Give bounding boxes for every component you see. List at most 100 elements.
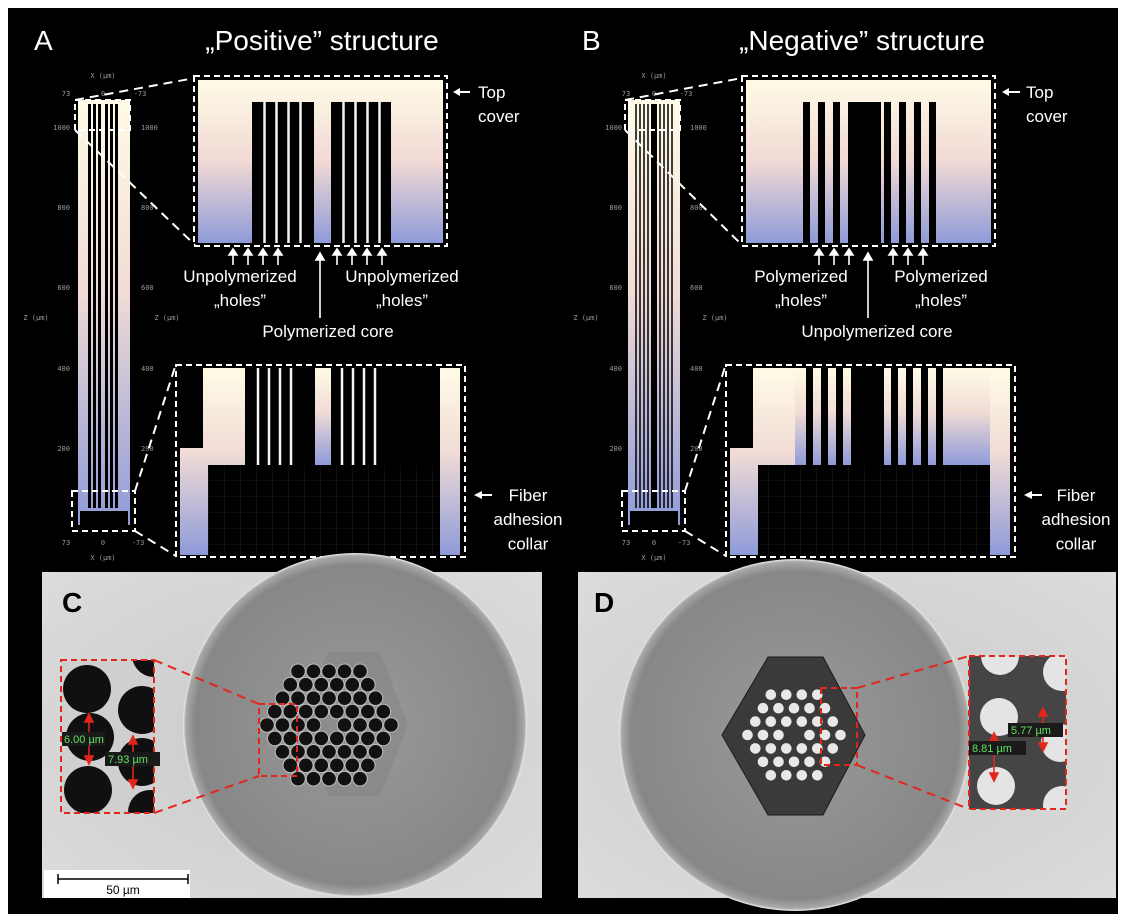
x-axis-max-top: -73 [680, 90, 693, 98]
lattice-hole [305, 663, 322, 680]
right-holes-label-a: Unpolymerized„holes” [345, 267, 458, 310]
x-axis-mid-top: 0 [652, 90, 656, 98]
bottom-zoom-b [730, 368, 1010, 555]
lattice-hole [757, 702, 769, 714]
z-tick-right: 800 [690, 204, 703, 212]
lattice-hole [352, 690, 368, 707]
panel-letter-a: A [34, 25, 53, 56]
lattice-hole [290, 690, 306, 707]
lattice-hole [282, 676, 299, 693]
lattice-hole [773, 729, 784, 741]
lattice-hole [812, 770, 823, 781]
lattice-hole [321, 690, 337, 707]
x-axis-title-top: X (µm) [90, 72, 115, 80]
lattice-hole [765, 770, 777, 781]
x-axis-title-bottom: X (µm) [90, 554, 115, 562]
hole-lattice-d [742, 689, 846, 781]
lattice-hole [305, 690, 322, 707]
overview-column-a [78, 100, 130, 525]
lattice-hole [781, 716, 792, 727]
lattice-hole [267, 730, 283, 747]
panel-title-a: „Positive” structure [205, 25, 438, 56]
lattice-hole [360, 703, 376, 720]
z-tick-left: 600 [57, 284, 70, 292]
lattice-hole [375, 730, 392, 747]
panel-letter-c: C [62, 587, 82, 618]
lattice-hole [781, 689, 792, 700]
lattice-hole [383, 717, 399, 733]
z-tick-left: 1000 [53, 124, 70, 132]
lattice-hole [773, 756, 784, 768]
lattice-hole [773, 702, 784, 714]
core-label-a: Polymerized core [262, 322, 393, 341]
z-tick-left: 200 [609, 445, 622, 453]
panel-letter-b: B [582, 25, 601, 56]
measurement-label-c: 7.93 µm [108, 754, 148, 766]
z-tick-right: 1000 [690, 124, 707, 132]
bottom-zoom-a [180, 368, 460, 555]
measurement-label-d: 5.77 µm [1011, 725, 1051, 737]
lattice-hole [796, 689, 808, 700]
lattice-hole [796, 743, 808, 754]
lattice-hole [788, 702, 800, 714]
z-tick-right: 1000 [141, 124, 158, 132]
lattice-hole [305, 717, 322, 733]
lattice-hole [313, 757, 330, 774]
left-holes-label-b: Polymerized„holes” [754, 267, 848, 310]
lattice-hole [835, 729, 846, 741]
lattice-hole [781, 743, 792, 754]
svg-text:50 µm: 50 µm [106, 883, 140, 897]
lattice-hole [336, 770, 353, 787]
hole-arrows-a [227, 247, 388, 318]
lattice-hole [367, 690, 384, 707]
x-axis-title-top: X (µm) [641, 72, 666, 80]
lattice-hole [336, 690, 353, 707]
lattice-hole [298, 676, 314, 693]
lattice-hole [757, 756, 769, 768]
lattice-hole [796, 716, 808, 727]
lattice-hole [367, 717, 384, 733]
top-zoom-b [746, 80, 991, 243]
lattice-hole [344, 730, 361, 747]
x-axis-title-bottom: X (µm) [641, 554, 666, 562]
x-axis-max-top: -73 [134, 90, 147, 98]
lattice-hole [781, 770, 792, 781]
lattice-hole [267, 703, 283, 720]
lattice-hole [274, 717, 291, 733]
z-tick-left: 400 [57, 365, 70, 373]
lattice-hole [819, 729, 831, 741]
lattice-hole [804, 702, 815, 714]
lattice-hole [321, 663, 337, 680]
panel-d: D 5.77 µm 8.81 µm [578, 559, 1116, 911]
lattice-hole [796, 770, 808, 781]
z-tick-left: 600 [609, 284, 622, 292]
lattice-hole [329, 757, 345, 774]
lattice-hole [812, 743, 823, 754]
x-axis-mid-bottom: 0 [101, 539, 105, 547]
lattice-hole [375, 703, 392, 720]
x-axis-mid-top: 0 [101, 90, 105, 98]
top-zoom-a [198, 80, 443, 243]
lattice-hole [742, 729, 753, 741]
hole-arrows-b [813, 247, 929, 318]
measure-arrows-d [988, 706, 1049, 783]
lattice-hole [329, 730, 345, 747]
lattice-hole [352, 717, 368, 733]
x-axis-min-top: 73 [62, 90, 70, 98]
lattice-hole [750, 716, 761, 727]
lattice-hole [274, 690, 291, 707]
lattice-hole [313, 676, 330, 693]
lattice-hole [305, 744, 322, 760]
z-axis-title-right: Z (µm) [154, 314, 179, 322]
z-tick-right: 200 [141, 445, 154, 453]
lattice-hole [259, 717, 275, 733]
lattice-hole [360, 757, 376, 774]
